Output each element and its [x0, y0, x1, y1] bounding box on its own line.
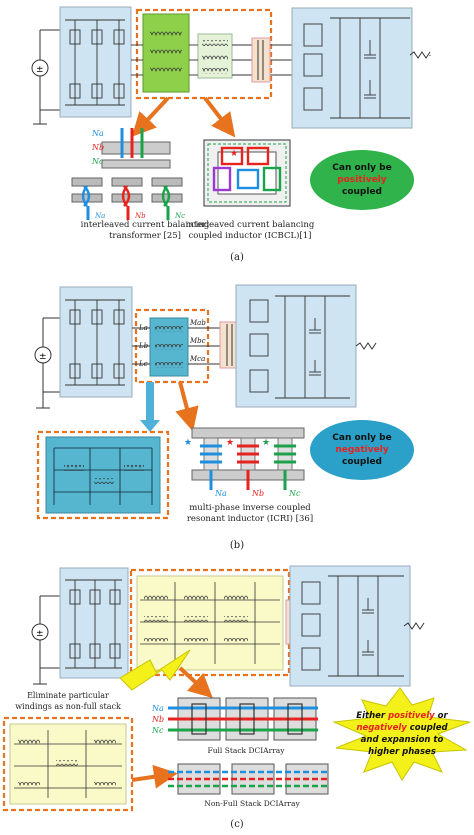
full-stack-label: Full Stack DCIArray — [208, 746, 286, 755]
bridge-panel-b — [59, 286, 133, 398]
blue-arrow-b — [140, 382, 160, 432]
label-mca: Mca — [189, 355, 205, 363]
svg-text:±: ± — [36, 629, 44, 639]
rectifier-panel-c — [289, 565, 411, 687]
bridge-panel-c — [59, 567, 129, 679]
icri-illustration: ★ ★ ★ — [184, 427, 305, 490]
label-la: La — [138, 324, 148, 332]
badge-b-line3: coupled — [342, 457, 382, 467]
caption-c: (c) — [230, 819, 244, 830]
label-nb-b: Nb — [251, 489, 264, 498]
svg-text:±: ± — [36, 65, 44, 75]
icri-caption-line1: multi-phase inverse coupled — [189, 503, 311, 513]
badge-a-emph: positively — [337, 175, 387, 185]
dciarray-schematic-full — [136, 575, 284, 671]
sub-label-nb-a: Nb — [134, 212, 146, 220]
label-mbc: Mbc — [189, 337, 206, 345]
non-full-stack-illustration — [168, 763, 330, 795]
label-nc-a: Nc — [91, 157, 104, 166]
label-lc: Lc — [138, 360, 148, 368]
icbt-illustration — [71, 128, 183, 220]
svg-text:★: ★ — [184, 438, 192, 448]
burst-line3: and expansion to — [361, 735, 444, 745]
label-nb-a: Nb — [91, 143, 104, 152]
badge-a-line1: Can only be — [332, 163, 391, 173]
bridge-panel-a — [59, 6, 132, 118]
badge-a-line3: coupled — [342, 187, 382, 197]
badge-b-line1: Can only be — [332, 433, 391, 443]
icri-caption-line2: resonant inductor (ICRI) [36] — [187, 513, 313, 524]
label-nc-b: Nc — [288, 489, 301, 498]
label-nc-c: Nc — [151, 726, 164, 735]
label-nb-c: Nb — [151, 715, 164, 724]
burst-c — [332, 687, 471, 781]
label-lb: Lb — [138, 342, 149, 350]
svg-text:★: ★ — [262, 438, 270, 448]
note-line1: Eliminate particular — [27, 691, 109, 700]
icbt-caption-line1: interleaved current balancing — [81, 220, 210, 230]
svg-text:★: ★ — [230, 149, 238, 159]
note-line2: windings as non-full stack — [15, 702, 121, 711]
badge-b — [310, 420, 414, 480]
panel-c: ± — [2, 565, 471, 830]
burst-line1: Either positively or — [356, 711, 448, 721]
icbcl-caption-line1: interleaved current balancing — [186, 220, 315, 230]
icbcl-caption-line2: coupled inductor (ICBCL)[1] — [189, 230, 312, 241]
full-stack-illustration — [168, 697, 318, 741]
svg-text:★: ★ — [226, 438, 234, 448]
sub-label-nc-a: Nc — [174, 212, 185, 220]
icbt-caption-line2: transformer [25] — [109, 231, 181, 241]
rectifier-panel-b — [235, 284, 357, 408]
label-na-c: Na — [151, 704, 164, 713]
panel-a: ± — [31, 6, 431, 263]
icri-schematic — [45, 436, 161, 514]
badge-a — [310, 150, 414, 210]
badge-b-emph: negatively — [335, 445, 388, 455]
svg-text:±: ± — [39, 352, 47, 362]
caption-a: (a) — [230, 252, 244, 263]
burst-line4: higher phases — [368, 747, 436, 757]
burst-line2: negatively coupled — [356, 723, 448, 733]
caption-b: (b) — [230, 540, 244, 551]
icbcl-illustration: ★ — [203, 139, 291, 207]
rectifier-panel-a — [291, 7, 413, 129]
label-na-b: Na — [214, 489, 227, 498]
panel-b: ± La Lb Lc Mab Mbc Mca — [34, 284, 414, 551]
highlight-box-b2 — [36, 430, 170, 520]
highlight-box-a — [135, 8, 273, 100]
non-full-stack-label: Non-Full Stack DCIArray — [204, 799, 300, 808]
label-na-a: Na — [91, 129, 104, 138]
highlight-box-c2 — [2, 716, 134, 812]
label-mab: Mab — [189, 319, 206, 327]
sub-label-na-a: Na — [94, 212, 105, 220]
yellow-arrow-c — [119, 649, 191, 691]
